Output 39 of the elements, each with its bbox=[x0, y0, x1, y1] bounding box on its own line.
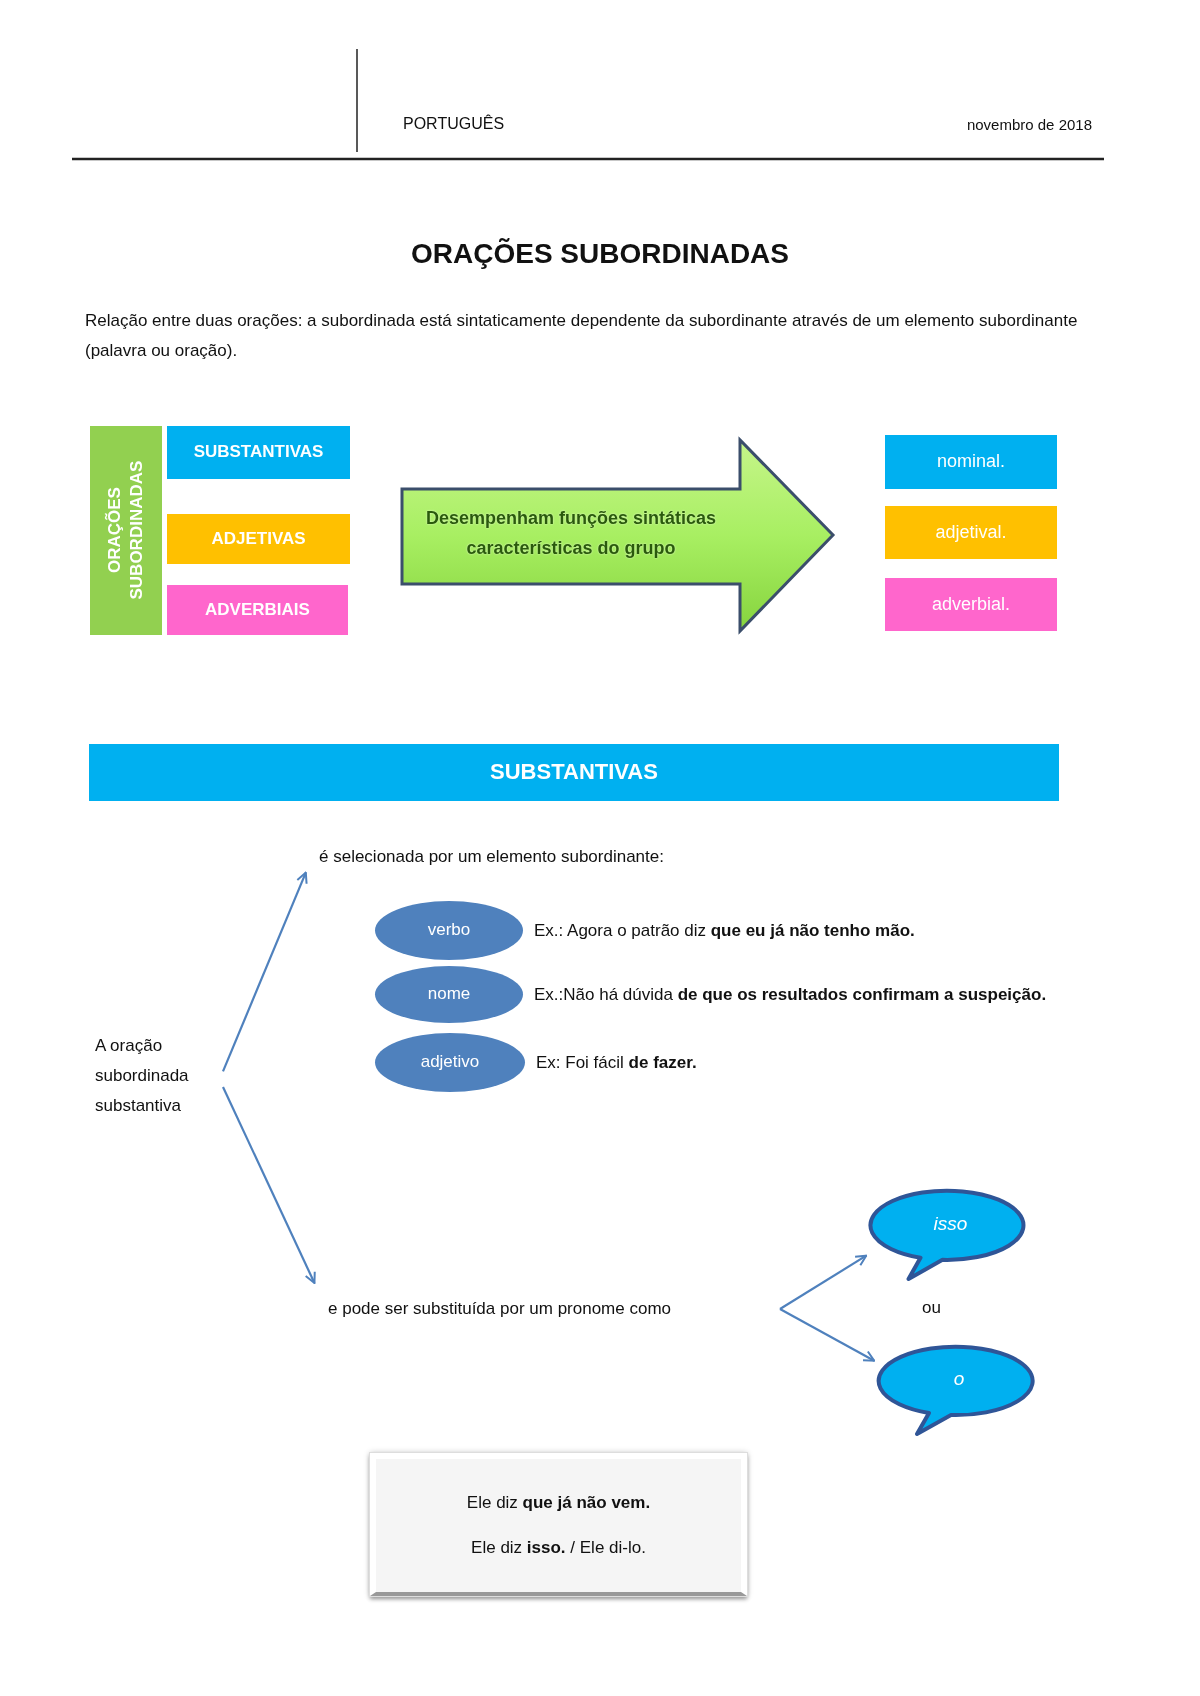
category-label: ADVERBIAIS bbox=[205, 598, 310, 621]
category-label: nominal. bbox=[936, 450, 1005, 474]
example-sentence: Ele diz que já não vem. bbox=[466, 1492, 651, 1515]
intro-paragraph: Relação entre duas orações: a subordinada está sintaticamente dependente da subordinante através de um elemento subordinante (palavra ou oração). bbox=[85, 310, 1079, 362]
category-box bbox=[885, 578, 1057, 631]
example-sentence: Ex.:Não há dúvida de que os resultados confirmam a suspeição. bbox=[534, 983, 1047, 1006]
ellipse-label: verbo bbox=[427, 919, 471, 942]
pronoun-label: isso bbox=[933, 1211, 968, 1236]
date-label: novembro de 2018 bbox=[965, 116, 1092, 134]
category-label: ORAÇÕES SUBORDINADAS bbox=[103, 460, 147, 602]
category-box bbox=[167, 426, 350, 479]
arrow bbox=[222, 1086, 316, 1284]
node-text: A oração subordinada substantiva bbox=[95, 1035, 190, 1117]
ellipse-label: adjetivo bbox=[420, 1051, 480, 1074]
example-sentence: Ele diz isso. / Ele di-lo. bbox=[471, 1536, 646, 1559]
category-box bbox=[167, 585, 348, 635]
category-box bbox=[167, 514, 350, 564]
category-label: ADJETIVAS bbox=[211, 527, 306, 550]
ellipse-label: nome bbox=[427, 983, 471, 1006]
title: ORAÇÕES SUBORDINADAS bbox=[410, 238, 790, 270]
arrow bbox=[779, 1254, 868, 1310]
node-text: e pode ser substituída por um pronome como bbox=[328, 1297, 672, 1320]
arrow bbox=[222, 871, 308, 1072]
pronoun-label: o bbox=[953, 1367, 965, 1392]
subject-label: PORTUGUÊS bbox=[403, 114, 505, 134]
arrow-text: Desempenham funções sintáticas características do grupo bbox=[424, 507, 718, 560]
example-sentence: Ex.: Agora o patrão diz que eu já não tenho mão. bbox=[534, 919, 915, 942]
category-label: adjetival. bbox=[935, 520, 1007, 544]
category-label: adverbial. bbox=[931, 592, 1010, 616]
category-bar bbox=[90, 426, 162, 635]
arrow bbox=[779, 1308, 876, 1362]
node-text: é selecionada por um elemento subordinante: bbox=[319, 845, 664, 868]
section-heading: SUBSTANTIVAS bbox=[490, 758, 658, 787]
section-banner bbox=[89, 744, 1059, 801]
category-box bbox=[885, 435, 1057, 489]
category-label: SUBSTANTIVAS bbox=[193, 441, 324, 464]
example-sentence: Ex: Foi fácil de fazer. bbox=[536, 1051, 697, 1074]
category-box bbox=[885, 506, 1057, 559]
connector-word: ou bbox=[922, 1298, 941, 1319]
